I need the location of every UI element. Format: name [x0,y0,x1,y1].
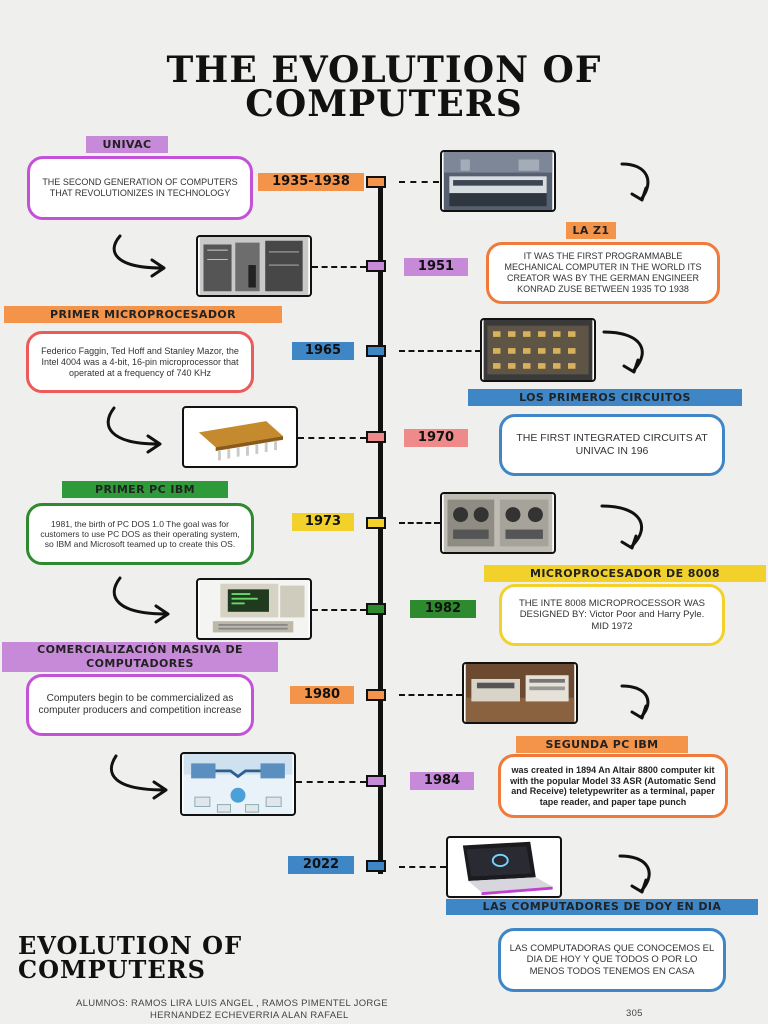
event-tag: UNIVAC [86,136,168,153]
z1-mainframe-room-photo [196,235,312,297]
event-description: Federico Faggin, Ted Hoff and Stanley Ma… [41,345,239,378]
event-year: 1935-1938 [258,173,364,191]
event-year: 1984 [410,772,474,790]
timeline-node [366,345,386,357]
event-description: IT WAS THE FIRST PROGRAMMABLE MECHANICAL… [504,251,702,294]
event-description: THE FIRST INTEGRATED CIRCUITS AT UNIVAC … [516,432,708,457]
connector-line [399,522,440,524]
event-year: 1982 [410,600,476,618]
event-tag: MICROPROCESADOR DE 8008 [484,565,766,582]
curved-arrow-icon [620,684,650,720]
curved-arrow-icon [110,754,168,800]
ibm-pc-photo [196,578,312,640]
bottom-title: EVOLUTION OF [18,931,243,960]
event-year: 2022 [288,856,354,874]
microprocessor-chip-photo [182,406,298,468]
event-description-box: THE INTE 8008 MICROPROCESSOR WAS DESIGNE… [499,584,725,646]
event-description-box: THE SECOND GENERATION OF COMPUTERS THAT … [27,156,253,220]
event-description-box: THE FIRST INTEGRATED CIRCUITS AT UNIVAC … [499,414,725,476]
page-title-line2: COMPUTERS [245,83,523,125]
univac-console-photo [440,150,556,212]
timeline-node [366,260,386,272]
page-title: THE EVOLUTION OF [166,49,602,91]
bottom-title-line2: COMPUTERS [18,955,206,984]
event-description: LAS COMPUTADORAS QUE CONOCEMOS EL DIA DE… [509,942,715,977]
connector-line [298,437,366,439]
event-tag: PRIMER PC IBM [62,481,228,498]
event-description: THE SECOND GENERATION OF COMPUTERS THAT … [42,177,238,198]
event-description: THE INTE 8008 MICROPROCESSOR WAS DESIGNE… [519,597,705,632]
event-year: 1973 [292,513,354,531]
event-description-box: Federico Faggin, Ted Hoff and Stanley Ma… [26,331,254,393]
event-tag: SEGUNDA PC IBM [516,736,688,753]
curved-arrow-icon [112,234,166,278]
event-description-box: LAS COMPUTADORAS QUE CONOCEMOS EL DIA DE… [498,928,726,992]
timeline-node [366,860,386,872]
event-description: Computers begin to be commercialized as … [38,693,242,716]
event-description-box: Computers begin to be commercialized as … [26,674,254,736]
connector-line [399,181,439,183]
event-tag: COMERCIALIZACIÓN MASIVA DE COMPUTADORES [2,642,278,672]
timeline-node [366,775,386,787]
event-year: 1951 [404,258,468,276]
timeline-node [366,176,386,188]
event-tag: PRIMER MICROPROCESADOR [4,306,282,323]
curved-arrow-icon [112,576,170,624]
timeline-node [366,431,386,443]
event-tag: LA Z1 [566,222,616,239]
event-tag: LAS COMPUTADORES DE DOY EN DIA [446,899,758,915]
terminal-printer-photo [462,662,578,724]
connector-line [312,609,366,611]
timeline-node [366,603,386,615]
handshake-network-photo [180,752,296,816]
event-description: was created in 1894 An Altair 8800 compu… [510,765,716,807]
event-description: 1981, the birth of PC DOS 1.0 The goal w… [40,519,240,549]
curved-arrow-icon [106,406,162,454]
footer-students: ALUMNOS: RAMOS LIRA LUIS ANGEL , RAMOS P… [76,998,388,1009]
connector-line [296,781,366,783]
footer-students-line2: HERNANDEZ ECHEVERRIA ALAN RAFAEL [150,1010,349,1021]
event-year: 1965 [292,342,354,360]
event-year: 1970 [404,429,468,447]
connector-line [399,866,446,868]
curved-arrow-icon [600,504,644,550]
connector-line [312,266,366,268]
timeline-node [366,689,386,701]
event-description-box: 1981, the birth of PC DOS 1.0 The goal w… [26,503,254,565]
modern-laptop-photo [446,836,562,898]
connector-line [399,694,462,696]
timeline-node [366,517,386,529]
connector-line [399,350,481,352]
curved-arrow-icon [620,162,650,202]
event-year: 1980 [290,686,354,704]
tape-machine-photo [440,492,556,554]
early-circuit-board-photo [480,318,596,382]
event-description-box: IT WAS THE FIRST PROGRAMMABLE MECHANICAL… [486,242,720,304]
event-description-box: was created in 1894 An Altair 8800 compu… [498,754,728,818]
page-number: 305 [626,1008,643,1019]
event-tag: LOS PRIMEROS CIRCUITOS [468,389,742,406]
curved-arrow-icon [602,330,644,374]
curved-arrow-icon [618,854,651,894]
